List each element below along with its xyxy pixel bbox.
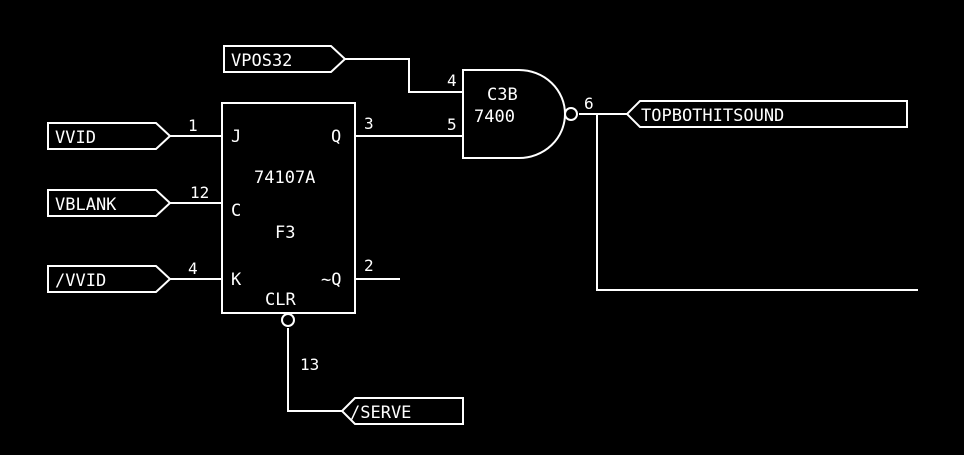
port-nserve-label: /SERVE: [350, 403, 411, 423]
wire-nand-out-branch: [596, 114, 918, 291]
port-topbothitsound[interactable]: TOPBOTHITSOUND: [625, 100, 908, 128]
port-vpos32[interactable]: VPOS32: [223, 45, 347, 73]
pin-label-qbar: ~Q: [321, 270, 341, 290]
pin-number-nand-in-b: 5: [447, 115, 457, 134]
port-topbothitsound-label: TOPBOTHITSOUND: [641, 106, 784, 126]
port-vblank[interactable]: VBLANK: [47, 189, 172, 217]
pin-number-c: 12: [190, 183, 209, 202]
nand-part: 7400: [474, 107, 515, 127]
pin-label-c: C: [231, 201, 241, 221]
flipflop-refdes: F3: [275, 223, 295, 243]
pin-number-q: 3: [364, 114, 374, 133]
nand-gate-c3b[interactable]: C3B 7400: [462, 69, 578, 159]
wire-vpos32-to-nand: [345, 58, 463, 93]
pin-number-qbar: 2: [364, 256, 374, 275]
flipflop-74107a[interactable]: J C K Q ~Q CLR 74107A F3: [221, 102, 356, 327]
flipflop-part: 74107A: [254, 168, 315, 188]
nand-output-bubble: [564, 107, 578, 121]
port-nvvid[interactable]: /VVID: [47, 265, 172, 293]
pin-label-clr: CLR: [265, 290, 296, 310]
port-nvvid-label: /VVID: [55, 271, 106, 291]
pin-number-nand-in-a: 4: [447, 71, 457, 90]
pin-label-q: Q: [331, 127, 341, 147]
pin-number-k: 4: [188, 259, 198, 278]
pin-number-j: 1: [188, 116, 198, 135]
clr-inversion-bubble: [281, 313, 295, 327]
port-nserve[interactable]: /SERVE: [340, 397, 464, 425]
flipflop-body: [221, 102, 356, 314]
port-vpos32-label: VPOS32: [231, 51, 292, 71]
nand-refdes: C3B: [487, 85, 518, 105]
pin-number-clr: 13: [300, 355, 319, 374]
pin-label-j: J: [231, 127, 241, 147]
wire-nserve-to-clr: [287, 328, 342, 412]
port-vblank-label: VBLANK: [55, 195, 117, 215]
pin-label-k: K: [231, 270, 242, 290]
port-vvid[interactable]: VVID: [47, 122, 172, 150]
pin-number-nand-out: 6: [584, 94, 594, 113]
port-vvid-label: VVID: [55, 128, 96, 148]
